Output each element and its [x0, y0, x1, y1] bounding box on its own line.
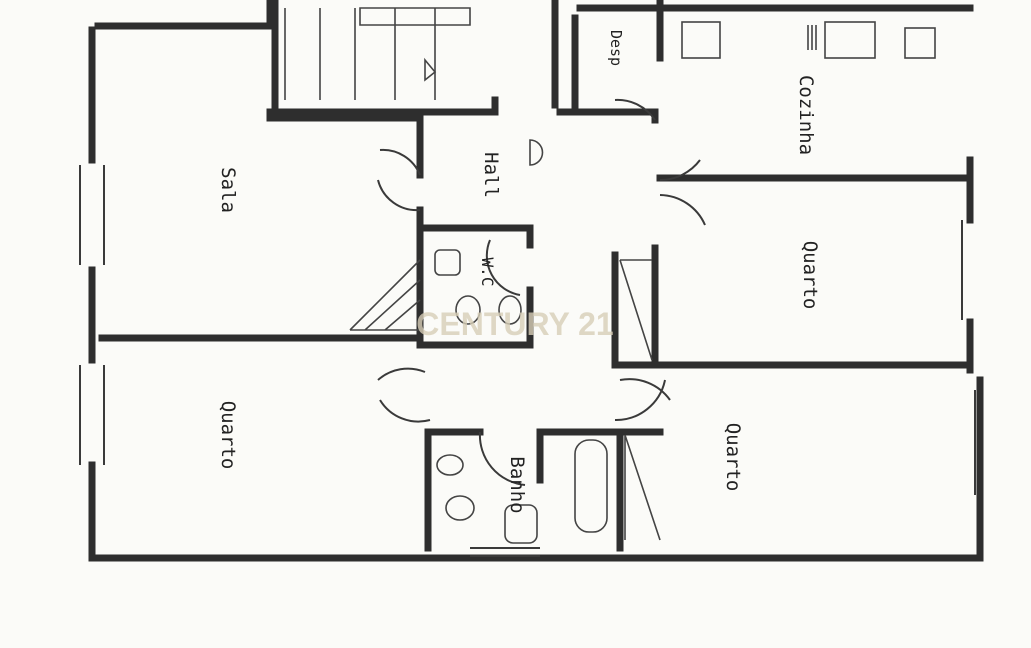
walls [88, 0, 984, 562]
room-label-quarto-bottom-right: Quarto [722, 423, 744, 492]
window-marks [79, 165, 976, 557]
room-label-cozinha: Cozinha [795, 75, 817, 155]
watermark: CENTURY 21 [416, 306, 613, 342]
room-label-desp: Desp [607, 30, 625, 66]
room-label-hall: Hall [480, 152, 502, 198]
room-label-quarto-bottom-left: Quarto [217, 401, 239, 470]
doors [377, 98, 706, 486]
room-label-banho: Banho [506, 456, 528, 513]
fixtures [434, 21, 936, 544]
stairs [284, 7, 471, 331]
room-label-quarto-top-right: Quarto [799, 241, 821, 310]
room-label-sala: Sala [217, 167, 239, 213]
room-label-wc: W.C [478, 258, 497, 287]
